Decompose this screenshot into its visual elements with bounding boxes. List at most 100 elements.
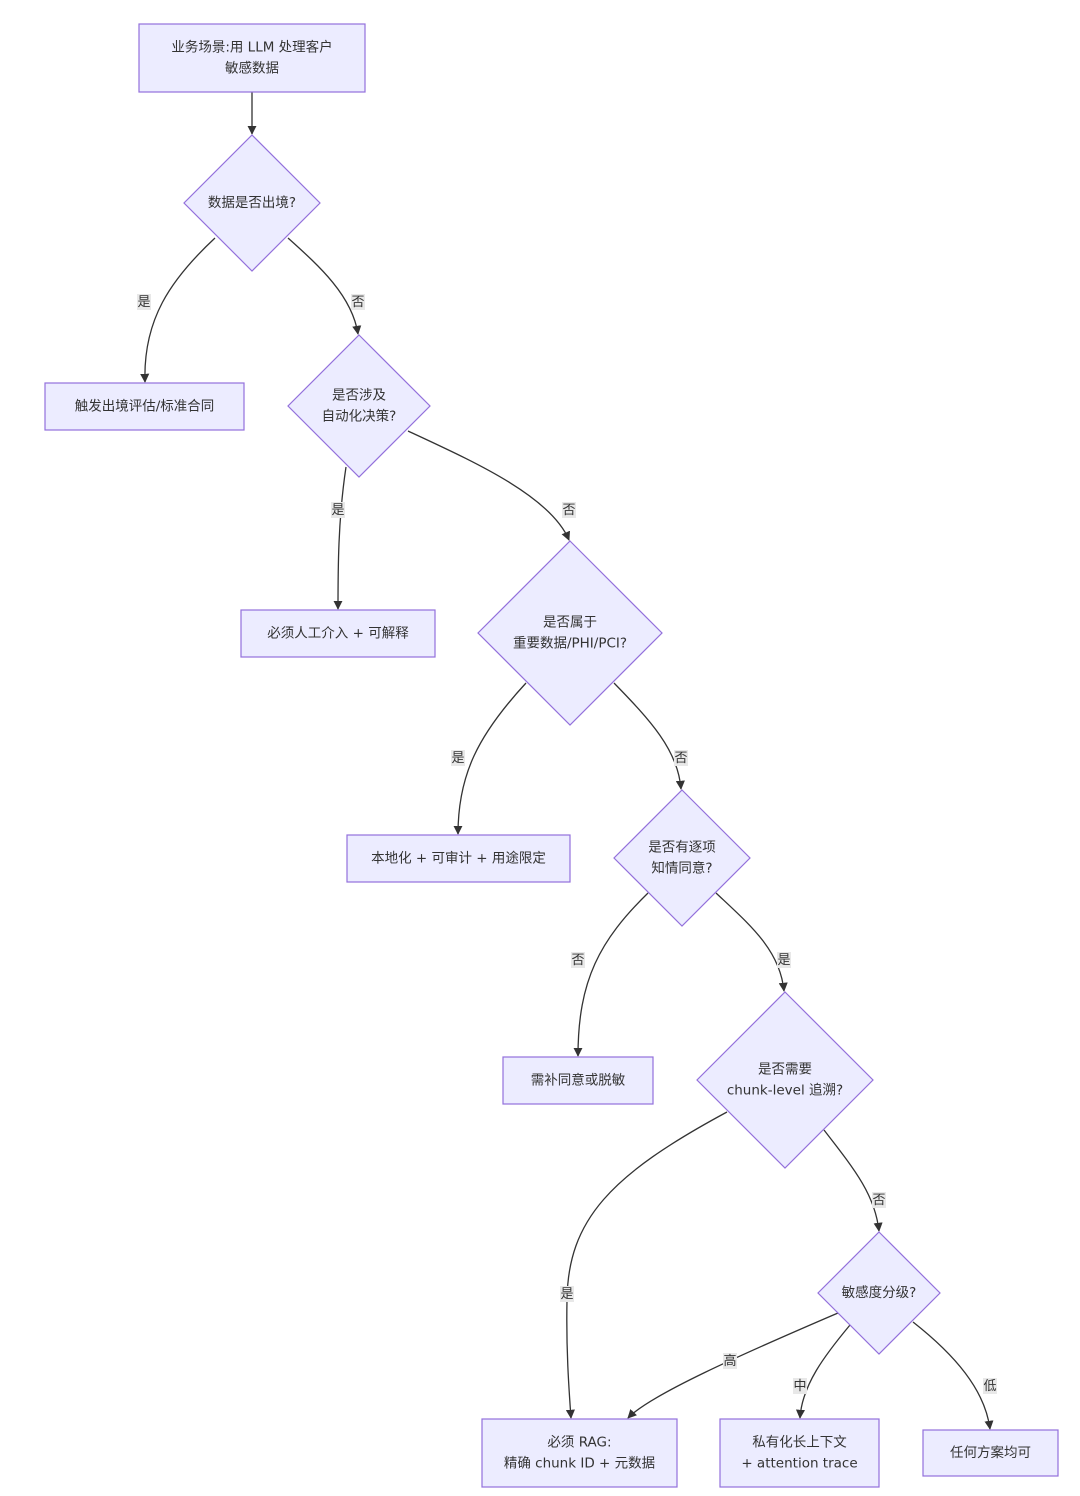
node-box — [481, 1418, 678, 1488]
edge-label-text: 否 — [674, 751, 687, 766]
node-q-sensitivity: 敏感度分级? — [817, 1231, 941, 1355]
edge-label-bg — [983, 1378, 997, 1394]
edge-label-text: 否 — [351, 295, 364, 310]
edge-label-important-yes: 是 — [451, 750, 465, 766]
edge-label-bg — [723, 1353, 737, 1369]
node-label: chunk-level 追溯? — [727, 1083, 843, 1099]
node-box — [719, 1418, 880, 1488]
edge-label-export-no: 否 — [351, 294, 365, 310]
edge-label-sensitivity-medium: 中 — [793, 1378, 807, 1394]
edge-important-yes — [453, 682, 527, 835]
node-label: 敏感度分级? — [842, 1284, 917, 1301]
node-label: + attention trace — [741, 1456, 857, 1472]
edge-label-trace-yes: 是 — [560, 1286, 574, 1302]
node-label: 是否需要 — [758, 1062, 812, 1078]
edge-auto-yes — [333, 466, 347, 610]
edge-label-text: 否 — [872, 1193, 885, 1208]
edge-label-export-yes: 是 — [137, 294, 151, 310]
edge-label-text: 是 — [451, 751, 464, 766]
node-box — [138, 23, 366, 93]
edge-label-text: 是 — [777, 953, 790, 968]
edge-label-consent-yes: 是 — [777, 952, 791, 968]
node-label: 任何方案均可 — [950, 1444, 1031, 1461]
node-label: 必须 RAG: — [547, 1435, 611, 1451]
edge-label-sensitivity-high: 高 — [723, 1353, 737, 1369]
edge-label-bg — [451, 750, 465, 766]
edge-label-bg — [331, 502, 345, 518]
node-label: 需补同意或脱敏 — [531, 1072, 626, 1089]
node-box — [922, 1429, 1059, 1477]
node-label: 重要数据/PHI/PCI? — [513, 636, 627, 652]
node-label: 敏感数据 — [225, 60, 279, 77]
edge-consent-yes — [715, 892, 788, 992]
edge-label-text: 中 — [793, 1379, 806, 1394]
edge-label-auto-yes: 是 — [331, 502, 345, 518]
edge-label-bg — [351, 294, 365, 310]
edge-label-bg — [793, 1378, 807, 1394]
node-box — [44, 382, 245, 431]
node-q-trace: 是否需要 chunk-level 追溯? — [696, 991, 874, 1169]
edge-consent-no — [573, 892, 649, 1057]
edge-sensitivity-high — [627, 1312, 839, 1419]
edge-label-auto-no: 否 — [562, 502, 576, 518]
node-r-export: 触发出境评估/标准合同 — [44, 382, 245, 431]
node-label: 是否涉及 — [332, 388, 386, 404]
node-box — [346, 834, 571, 883]
decision-diamond — [613, 789, 751, 927]
node-label: 必须人工介入 + 可解释 — [267, 626, 409, 642]
edge-auto-no — [407, 430, 570, 541]
node-box — [240, 609, 436, 658]
decision-diamond — [287, 334, 431, 478]
edge-trace-no — [823, 1129, 883, 1232]
decision-diamond — [696, 991, 874, 1169]
edge-label-bg — [562, 502, 576, 518]
edge-important-no — [613, 682, 685, 790]
node-r-rag: 必须 RAG:精确 chunk ID + 元数据 — [481, 1418, 678, 1488]
node-label: 业务场景:用 LLM 处理客户 — [171, 39, 332, 56]
edge-label-text: 是 — [560, 1287, 573, 1302]
node-label: 自动化决策? — [322, 408, 397, 425]
edge-label-text: 否 — [571, 953, 584, 968]
edge-label-sensitivity-low: 低 — [983, 1378, 997, 1394]
node-r-consent: 需补同意或脱敏 — [502, 1056, 654, 1105]
decision-diamond — [817, 1231, 941, 1355]
decision-diamond — [183, 134, 321, 272]
edge-label-text: 否 — [562, 503, 575, 518]
edge-label-bg — [777, 952, 791, 968]
node-r-important: 本地化 + 可审计 + 用途限定 — [346, 834, 571, 883]
node-box — [502, 1056, 654, 1105]
edge-export-no — [287, 237, 362, 335]
node-label: 数据是否出境? — [208, 195, 296, 211]
edge-label-text: 低 — [983, 1379, 996, 1394]
node-q-export: 数据是否出境? — [183, 134, 321, 272]
edge-sensitivity-medium — [795, 1324, 851, 1419]
edge-sensitivity-low — [912, 1321, 994, 1430]
node-r-private: 私有化长上下文 + attention trace — [719, 1418, 880, 1488]
edge-label-bg — [560, 1286, 574, 1302]
edge-label-bg — [674, 750, 688, 766]
edge-label-important-no: 否 — [674, 750, 688, 766]
edge-label-bg — [571, 952, 585, 968]
edge-trace-yes — [565, 1111, 728, 1419]
node-r-any: 任何方案均可 — [922, 1429, 1059, 1477]
node-r-auto: 必须人工介入 + 可解释 — [240, 609, 436, 658]
node-label: 私有化长上下文 — [752, 1435, 847, 1451]
node-label: 本地化 + 可审计 + 用途限定 — [371, 850, 546, 867]
edge-label-text: 高 — [723, 1353, 736, 1369]
edge-label-text: 是 — [331, 503, 344, 518]
edge-label-trace-no: 否 — [872, 1192, 886, 1208]
edge-label-text: 是 — [137, 295, 150, 310]
edge-label-bg — [137, 294, 151, 310]
node-label: 触发出境评估/标准合同 — [75, 399, 215, 415]
edges — [140, 92, 994, 1430]
node-label: 是否有逐项 — [648, 840, 716, 856]
node-label: 知情同意? — [651, 860, 712, 877]
edge-export-yes — [140, 237, 216, 383]
edge-label-bg — [872, 1192, 886, 1208]
